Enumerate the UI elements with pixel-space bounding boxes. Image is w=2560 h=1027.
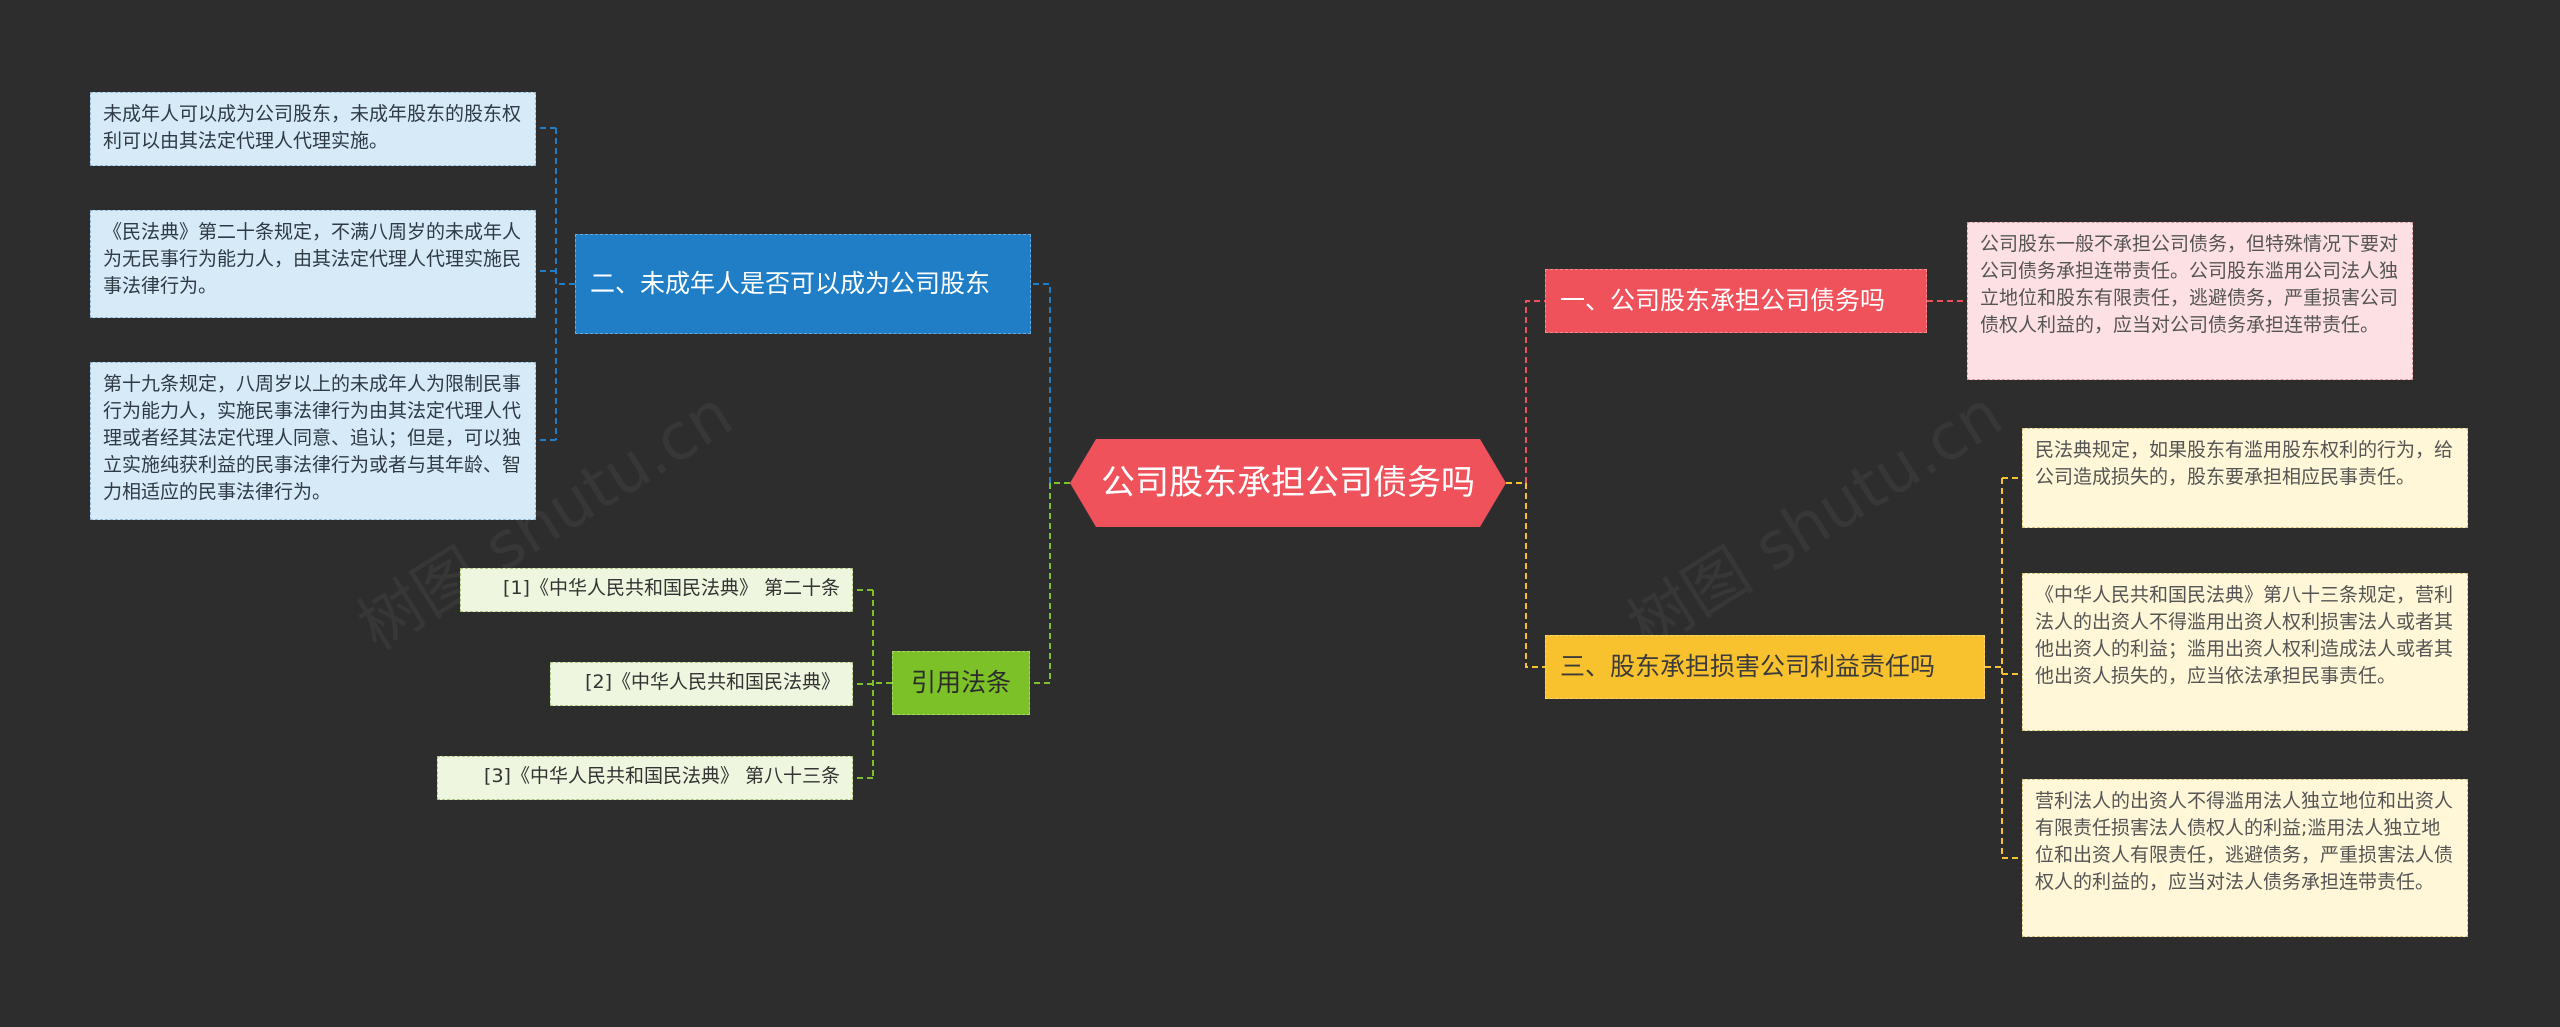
branch-topic-1-label: 一、公司股东承担公司债务吗 [1560, 286, 1886, 316]
connector-root-b3 [1506, 482, 1545, 668]
connector-root-b4 [1030, 482, 1070, 684]
leaf-b1-1[interactable]: 公司股东一般不承担公司债务，但特殊情况下要对公司债务承担连带责任。公司股东滥用公… [1967, 222, 2413, 380]
branch-topic-4[interactable]: 引用法条 [892, 651, 1030, 715]
branch-topic-2[interactable]: 二、未成年人是否可以成为公司股东 [575, 234, 1031, 334]
connector-b4-leaves [853, 589, 892, 779]
connector-root-b2 [1031, 283, 1070, 484]
leaf-b4-1[interactable]: [1]《中华人民共和国民法典》 第二十条 [460, 568, 853, 612]
leaf-b4-2[interactable]: [2]《中华人民共和国民法典》 [550, 662, 853, 706]
root-topic[interactable]: 公司股东承担公司债务吗 [1070, 439, 1506, 527]
root-topic-label: 公司股东承担公司债务吗 [1101, 462, 1475, 503]
leaf-text: 营利法人的出资人不得滥用法人独立地位和出资人有限责任损害法人债权人的利益;滥用法… [2035, 790, 2454, 893]
leaf-b3-1[interactable]: 民法典规定，如果股东有滥用股东权利的行为，给公司造成损失的，股东要承担相应民事责… [2022, 428, 2468, 528]
leaf-text: 民法典规定，如果股东有滥用股东权利的行为，给公司造成损失的，股东要承担相应民事责… [2035, 439, 2454, 488]
leaf-text: 《民法典》第二十条规定，不满八周岁的未成年人为无民事行为能力人，由其法定代理人代… [103, 221, 522, 297]
leaf-text: [2]《中华人民共和国民法典》 [585, 671, 840, 693]
leaf-b2-1[interactable]: 未成年人可以成为公司股东，未成年股东的股东权利可以由其法定代理人代理实施。 [90, 92, 536, 166]
branch-topic-1[interactable]: 一、公司股东承担公司债务吗 [1545, 269, 1927, 333]
leaf-text: 公司股东一般不承担公司债务，但特殊情况下要对公司债务承担连带责任。公司股东滥用公… [1980, 233, 2399, 336]
leaf-b3-2[interactable]: 《中华人民共和国民法典》第八十三条规定，营利法人的出资人不得滥用出资人权利损害法… [2022, 573, 2468, 731]
leaf-b2-3[interactable]: 第十九条规定，八周岁以上的未成年人为限制民事行为能力人，实施民事法律行为由其法定… [90, 362, 536, 520]
leaf-b2-2[interactable]: 《民法典》第二十条规定，不满八周岁的未成年人为无民事行为能力人，由其法定代理人代… [90, 210, 536, 318]
connector-root-b1 [1506, 300, 1545, 484]
connector-b3-leaves [1985, 477, 2022, 859]
branch-topic-3[interactable]: 三、股东承担损害公司利益责任吗 [1545, 635, 1985, 699]
leaf-text: [3]《中华人民共和国民法典》 第八十三条 [484, 765, 840, 787]
leaf-text: 第十九条规定，八周岁以上的未成年人为限制民事行为能力人，实施民事法律行为由其法定… [103, 373, 522, 503]
leaf-b4-3[interactable]: [3]《中华人民共和国民法典》 第八十三条 [437, 756, 853, 800]
branch-topic-2-label: 二、未成年人是否可以成为公司股东 [590, 269, 991, 299]
leaf-text: 《中华人民共和国民法典》第八十三条规定，营利法人的出资人不得滥用出资人权利损害法… [2035, 584, 2454, 687]
branch-topic-3-label: 三、股东承担损害公司利益责任吗 [1560, 652, 1936, 682]
leaf-text: 未成年人可以成为公司股东，未成年股东的股东权利可以由其法定代理人代理实施。 [103, 103, 522, 152]
leaf-text: [1]《中华人民共和国民法典》 第二十条 [503, 577, 840, 599]
leaf-b3-3[interactable]: 营利法人的出资人不得滥用法人独立地位和出资人有限责任损害法人债权人的利益;滥用法… [2022, 779, 2468, 937]
connector-b2-leaves [536, 127, 575, 441]
branch-topic-4-label: 引用法条 [910, 668, 1011, 698]
